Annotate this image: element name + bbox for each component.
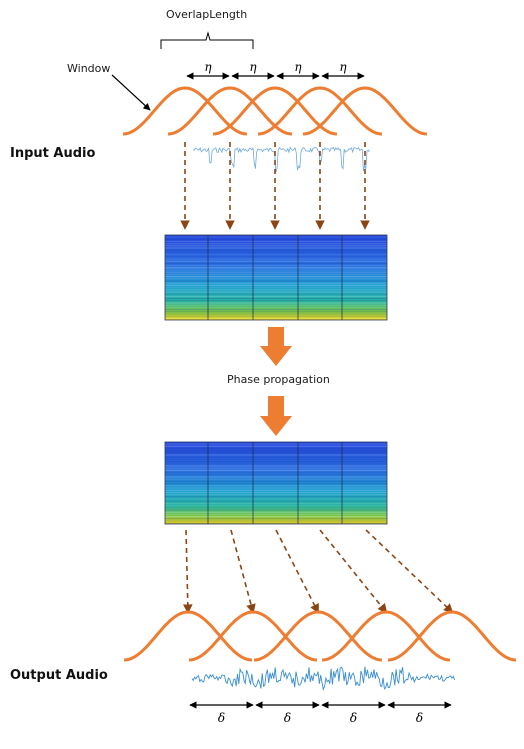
output-spectrogram — [164, 441, 388, 525]
delta-symbol: δ — [284, 711, 291, 725]
output-window-curve — [123, 610, 253, 662]
output-window-curve — [387, 610, 517, 662]
eta-symbol: η — [339, 60, 347, 74]
output-frame-arrow — [365, 529, 454, 614]
output-frame-arrow — [230, 529, 256, 614]
input-audio-label: Input Audio — [10, 146, 96, 161]
input-window-curve — [122, 86, 248, 136]
input-window-curve — [212, 86, 338, 136]
eta-symbol: η — [294, 60, 302, 74]
output-frame-arrow — [183, 529, 193, 614]
output-audio-waveform — [191, 666, 456, 691]
output-window-curve — [253, 610, 383, 662]
output-frame-arrow — [275, 529, 319, 614]
overlap-bracket — [160, 31, 254, 49]
output-frame-arrow — [319, 529, 388, 614]
spectrogram-border — [164, 441, 388, 525]
output-frame-arrows — [183, 529, 454, 614]
output-waveform-trace — [191, 666, 456, 691]
output-window-curves — [123, 610, 517, 662]
overlap-length-label: OverlapLength — [166, 8, 248, 21]
input-spectrogram — [164, 234, 388, 321]
big-arrow-down-2 — [260, 396, 292, 436]
input-audio-waveform — [192, 146, 370, 173]
eta-symbol: η — [249, 60, 257, 74]
delta-symbol: δ — [416, 711, 423, 725]
input-window-curve — [257, 86, 383, 136]
window-pointer-arrow — [111, 74, 151, 111]
delta-symbol: δ — [350, 711, 357, 725]
spectrogram-border — [164, 234, 388, 321]
output-audio-label: Output Audio — [10, 668, 108, 683]
output-window-curve — [321, 610, 451, 662]
input-waveform-trace — [192, 146, 370, 173]
eta-symbol: η — [204, 60, 212, 74]
input-window-curves — [122, 86, 428, 136]
window-label: Window — [67, 62, 111, 75]
phase-propagation-label: Phase propagation — [227, 373, 330, 386]
big-arrow-down-1 — [260, 327, 292, 366]
output-window-curve — [188, 610, 318, 662]
input-window-curve — [302, 86, 428, 136]
input-window-curve — [167, 86, 293, 136]
delta-symbol: δ — [218, 711, 225, 725]
